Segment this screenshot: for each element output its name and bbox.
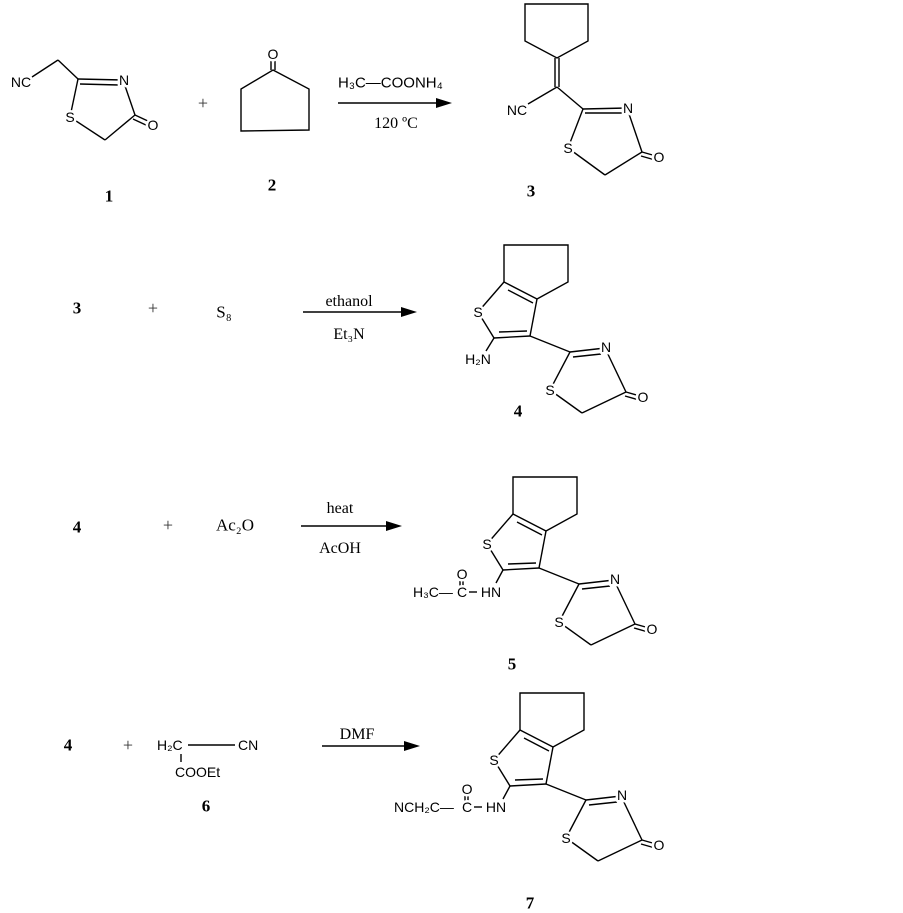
compound-6-label: 6	[202, 797, 211, 816]
svg-text:H₂N: H₂N	[465, 351, 491, 367]
svg-text:O: O	[268, 46, 279, 62]
svg-text:H₃C—: H₃C—	[413, 584, 453, 600]
plus-sign: +	[163, 515, 173, 535]
svg-text:COOEt: COOEt	[175, 764, 220, 780]
reaction-arrow-2	[303, 307, 417, 317]
condition-temperature: 120 ºC	[374, 115, 418, 132]
compound-3-structure: NC N S O	[504, 3, 667, 176]
svg-text:CN: CN	[238, 737, 258, 753]
compound-7-label: 7	[526, 894, 535, 913]
svg-text:NCH₂C—: NCH₂C—	[394, 799, 454, 815]
svg-text:HN: HN	[486, 799, 506, 815]
compound-2-cyclopentanone: O	[240, 44, 310, 132]
svg-text:S: S	[65, 109, 74, 125]
svg-text:C: C	[457, 584, 467, 600]
solvent-acetic-acid: AcOH	[319, 540, 361, 557]
svg-text:N: N	[623, 100, 633, 116]
svg-text:O: O	[148, 117, 159, 133]
reaction-arrow-1	[338, 98, 452, 108]
svg-text:C: C	[462, 799, 472, 815]
compound-3-label: 3	[527, 182, 536, 201]
svg-text:NC: NC	[507, 102, 527, 118]
svg-text:N: N	[119, 72, 129, 88]
plus-sign: +	[198, 93, 208, 113]
compound-1-structure: NC N S O	[8, 59, 161, 141]
compound-2-label: 2	[268, 176, 277, 195]
compound-5-structure: HN O C H₃C—	[411, 477, 658, 645]
svg-text:O: O	[457, 566, 468, 582]
reagent-acetic-anhydride: Ac₂O	[216, 516, 254, 535]
compound-5-label: 5	[508, 655, 517, 674]
reactant-4-label: 4	[73, 518, 82, 537]
compound-4-structure: H₂N	[463, 245, 648, 413]
reactant-3-label: 3	[73, 299, 82, 318]
compound-1-label: 1	[105, 187, 114, 206]
svg-text:O: O	[462, 781, 473, 797]
compound-4-label: 4	[514, 402, 523, 421]
reagent-sulfur: S₈	[216, 303, 231, 322]
reagent-ammonium-acetate: H₃C—COONH₄	[338, 75, 443, 92]
svg-text:NC: NC	[11, 74, 31, 90]
condition-heat: heat	[327, 500, 354, 517]
plus-sign: +	[123, 735, 133, 755]
svg-text:H₂C: H₂C	[157, 737, 183, 753]
svg-text:S: S	[563, 140, 572, 156]
compound-6-ethyl-cyanoacetate: H₂C CN COOEt	[155, 735, 261, 783]
solvent-dmf: DMF	[340, 726, 375, 743]
svg-text:O: O	[654, 149, 665, 165]
reactant-4-label: 4	[64, 736, 73, 755]
svg-text:HN: HN	[481, 584, 501, 600]
base-triethylamine: Et₃N	[333, 326, 365, 343]
solvent-ethanol: ethanol	[325, 293, 373, 310]
reaction-arrow-3	[301, 521, 402, 531]
compound-7-structure: HN O C NCH₂C—	[392, 693, 665, 861]
plus-sign: +	[148, 298, 158, 318]
reaction-arrow-4	[322, 741, 420, 751]
